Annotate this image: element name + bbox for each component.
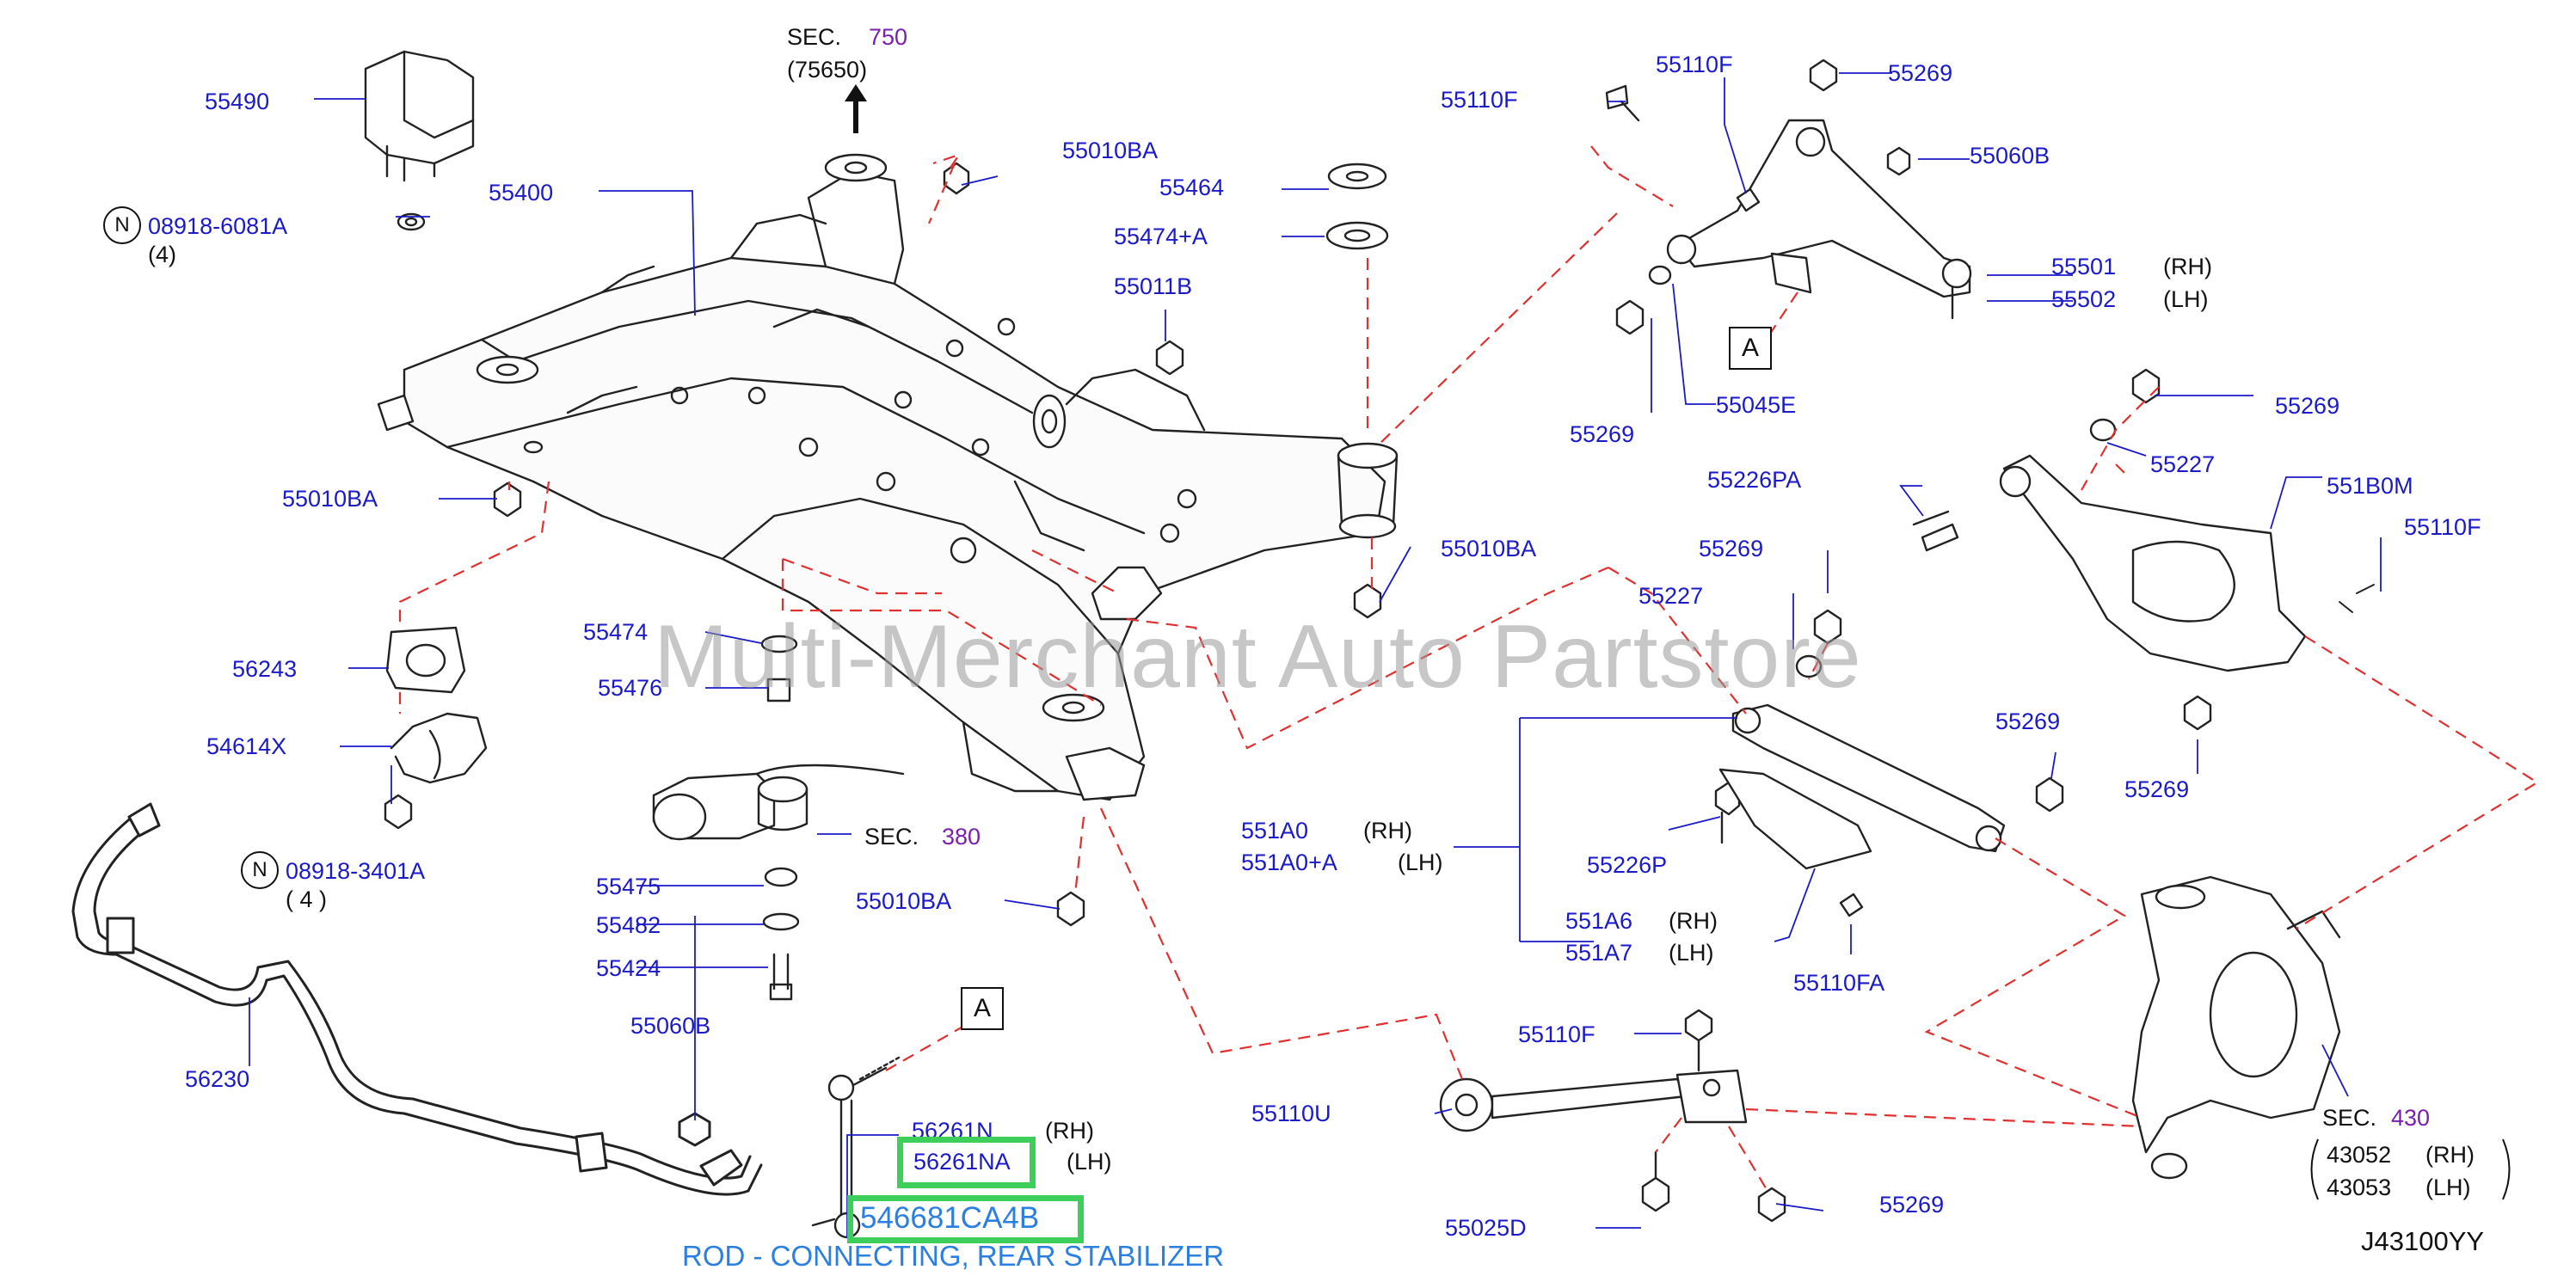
- part-551a7-label: 551A7: [1565, 940, 1633, 966]
- part-55269-label-c: 55269: [2275, 393, 2340, 419]
- part-number-546681ca4b[interactable]: 546681CA4B: [860, 1201, 1040, 1235]
- sec380-number: 380: [942, 824, 981, 850]
- subframe-drawing: [377, 153, 1399, 801]
- part-551a6-label: 551A6: [1565, 908, 1633, 934]
- part-55045e-label: 55045E: [1716, 392, 1797, 418]
- side-rh-55501: (RH): [2163, 254, 2212, 279]
- part-551a0-label: 551A0: [1241, 818, 1309, 844]
- part-551b0m-label: 551B0M: [2327, 473, 2413, 499]
- highlight-box-part-number: [847, 1195, 1084, 1243]
- part-55269-label-d: 55269: [1699, 536, 1764, 561]
- part-43053-label: 43053: [2327, 1175, 2392, 1200]
- part-55110f-label-c: 55110F: [2404, 514, 2481, 540]
- stabilizer-bar-drawing: [71, 802, 763, 1196]
- hardware-left-drawing: [384, 162, 1389, 927]
- part-55110u-label: 55110U: [1251, 1101, 1331, 1126]
- part-55025d-label: 55025D: [1445, 1215, 1527, 1241]
- part-55269-label-f: 55269: [2124, 776, 2190, 802]
- phantom-lines: [398, 145, 2540, 1192]
- part-55010ba-label-a: 55010BA: [1062, 138, 1159, 163]
- note-n-icon-2: N: [241, 851, 279, 889]
- mount-55490-drawing: [364, 50, 475, 231]
- bushing-clamp-drawing: [385, 626, 488, 784]
- part-55060b-label-a: 55060B: [630, 1013, 711, 1039]
- part-55400-label: 55400: [489, 180, 554, 206]
- part-55010ba-label-d: 55010BA: [856, 888, 952, 914]
- part-55269-label-e: 55269: [1995, 709, 2061, 734]
- part-55424-label: 55424: [596, 955, 661, 981]
- part-caption: ROD - CONNECTING, REAR STABILIZER: [682, 1240, 1225, 1272]
- part-08918-3401a-label: 08918-3401A: [286, 858, 426, 884]
- part-55501-label: 55501: [2051, 254, 2117, 279]
- part-55227-label-b: 55227: [1638, 583, 1704, 609]
- part-43052-label: 43052: [2327, 1142, 2392, 1168]
- part-55110f-label-a: 55110F: [1441, 87, 1518, 113]
- part-55226p-label: 55226P: [1587, 852, 1668, 878]
- part-55474a-label: 55474+A: [1114, 224, 1208, 249]
- upper-arm-drawing: [1605, 58, 1972, 335]
- part-55269-label-g: 55269: [1879, 1192, 1945, 1218]
- sec380-prefix: SEC.: [864, 824, 919, 850]
- sec750-number: 750: [869, 24, 908, 50]
- part-55110fa-label: 55110FA: [1793, 970, 1885, 996]
- note-n-icon: N: [103, 206, 141, 244]
- lower-arm-drawing: [1912, 368, 2375, 731]
- highlight-box-56261na: [897, 1137, 1036, 1188]
- side-rh-551a0: (RH): [1363, 818, 1412, 844]
- sec750-prefix: SEC.: [787, 24, 842, 50]
- side-lh-551a7: (LH): [1669, 940, 1714, 966]
- part-56230-label: 56230: [185, 1066, 250, 1092]
- part-55269-label-b: 55269: [1570, 421, 1635, 447]
- sec430-number: 430: [2391, 1105, 2431, 1131]
- part-55482-label: 55482: [596, 912, 661, 938]
- sec750-sub: (75650): [787, 57, 868, 83]
- side-lh-551a0a: (LH): [1398, 850, 1443, 875]
- part-551a0a-label: 551A0+A: [1241, 850, 1337, 875]
- part-55227-label-a: 55227: [2150, 451, 2216, 477]
- part-55269-label-a: 55269: [1888, 60, 1953, 86]
- part-55110f-label-d: 55110F: [1518, 1021, 1595, 1047]
- qty-label-1: (4): [148, 242, 176, 267]
- part-56261na-label[interactable]: 56261NA: [913, 1149, 1011, 1175]
- side-rh-43052: (RH): [2425, 1142, 2475, 1168]
- part-55476-label: 55476: [598, 675, 663, 701]
- arrow-up-icon: [845, 84, 867, 133]
- part-08918-6081a-label: 08918-6081A: [148, 213, 288, 239]
- part-55475-label: 55475: [596, 874, 661, 899]
- side-lh-55502: (LH): [2163, 286, 2209, 312]
- part-55226pa-label: 55226PA: [1707, 467, 1802, 493]
- knuckle-drawing: [2131, 875, 2341, 1180]
- watermark: Multi-Merchant Auto Partstore: [654, 607, 1862, 707]
- sec430-prefix: SEC.: [2322, 1105, 2377, 1131]
- plate-code: J43100YY: [2361, 1226, 2485, 1256]
- part-55011b-label: 55011B: [1114, 273, 1193, 299]
- part-55060b-label-b: 55060B: [1970, 143, 2050, 169]
- side-rh-56261n: (RH): [1045, 1118, 1094, 1144]
- part-55474-label: 55474: [583, 619, 649, 645]
- part-55502-label: 55502: [2051, 286, 2117, 312]
- part-55464-label: 55464: [1159, 175, 1225, 200]
- bracket-icon: [2310, 1138, 2511, 1200]
- side-rh-551a6: (RH): [1669, 908, 1718, 934]
- side-lh-56261na: (LH): [1067, 1149, 1112, 1175]
- leader-lines: [249, 72, 2382, 1238]
- part-55010ba-label-b: 55010BA: [282, 486, 378, 512]
- link-55110U-drawing: [1439, 1009, 1786, 1223]
- callout-a-box-2: A: [1729, 327, 1772, 370]
- part-55110f-label-b: 55110F: [1656, 52, 1733, 77]
- side-lh-43053: (LH): [2425, 1175, 2471, 1200]
- part-54614x-label: 54614X: [206, 733, 287, 759]
- link-551A0-drawing: [1714, 609, 2064, 917]
- diff-mount-drawing: [652, 635, 905, 1001]
- part-56243-label: 56243: [232, 656, 298, 682]
- qty-label-2: ( 4 ): [286, 886, 328, 912]
- part-55010ba-label-c: 55010BA: [1441, 536, 1537, 561]
- part-55490-label: 55490: [205, 89, 270, 114]
- callout-a-box-1: A: [961, 987, 1004, 1030]
